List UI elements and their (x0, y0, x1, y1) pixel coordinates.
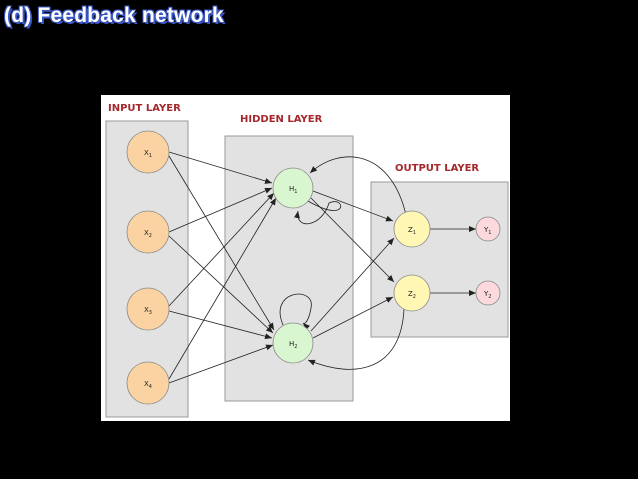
network-svg: INPUT LAYER HIDDEN LAYER OUTPUT LAYER (105, 103, 509, 418)
label-z1: Z1 (408, 226, 416, 236)
output-layer-panel (370, 181, 509, 338)
self-loop-h1 (294, 200, 342, 225)
node-y2 (475, 280, 501, 306)
label-y2: Y2 (483, 290, 491, 300)
label-x3: X3 (144, 306, 152, 316)
edge-x3-h2 (168, 310, 273, 340)
node-x4 (126, 361, 170, 405)
node-x1 (126, 130, 170, 174)
edge-h2-z1 (310, 237, 395, 332)
label-z2: Z2 (408, 290, 416, 300)
feedback-z2-h2 (307, 308, 405, 370)
label-x1: X1 (144, 149, 152, 159)
node-y1 (475, 216, 501, 242)
hidden-layer-label: HIDDEN LAYER (240, 114, 323, 125)
label-x2: X2 (144, 229, 152, 239)
edge-x3-h1 (168, 192, 275, 307)
edge-h1-z1 (312, 190, 394, 222)
self-loop-h2 (279, 293, 312, 331)
output-layer-label: OUTPUT LAYER (395, 163, 479, 174)
slide-title: (d) Feedback network (4, 4, 224, 27)
node-h2 (272, 322, 314, 364)
node-h1 (272, 167, 314, 209)
feedback-network-diagram: INPUT LAYER HIDDEN LAYER OUTPUT LAYER (101, 95, 510, 421)
label-h1: H1 (289, 185, 297, 195)
edge-x1-h1 (168, 151, 273, 184)
edge-x4-h1 (168, 197, 277, 380)
edge-x4-h2 (168, 344, 274, 384)
node-z1 (393, 210, 431, 248)
node-z2 (393, 274, 431, 312)
node-x2 (126, 210, 170, 254)
label-x4: X4 (144, 380, 152, 390)
feedback-z1-h1 (309, 156, 407, 216)
label-y1: Y1 (483, 226, 491, 236)
node-x3 (126, 287, 170, 331)
edge-h2-z2 (312, 296, 394, 339)
label-h2: H2 (289, 340, 297, 350)
edge-x2-h1 (168, 187, 273, 233)
input-layer-label: INPUT LAYER (108, 103, 181, 114)
edge-x2-h2 (168, 235, 274, 334)
input-nodes (126, 130, 170, 405)
edge-x1-h2 (168, 155, 275, 331)
